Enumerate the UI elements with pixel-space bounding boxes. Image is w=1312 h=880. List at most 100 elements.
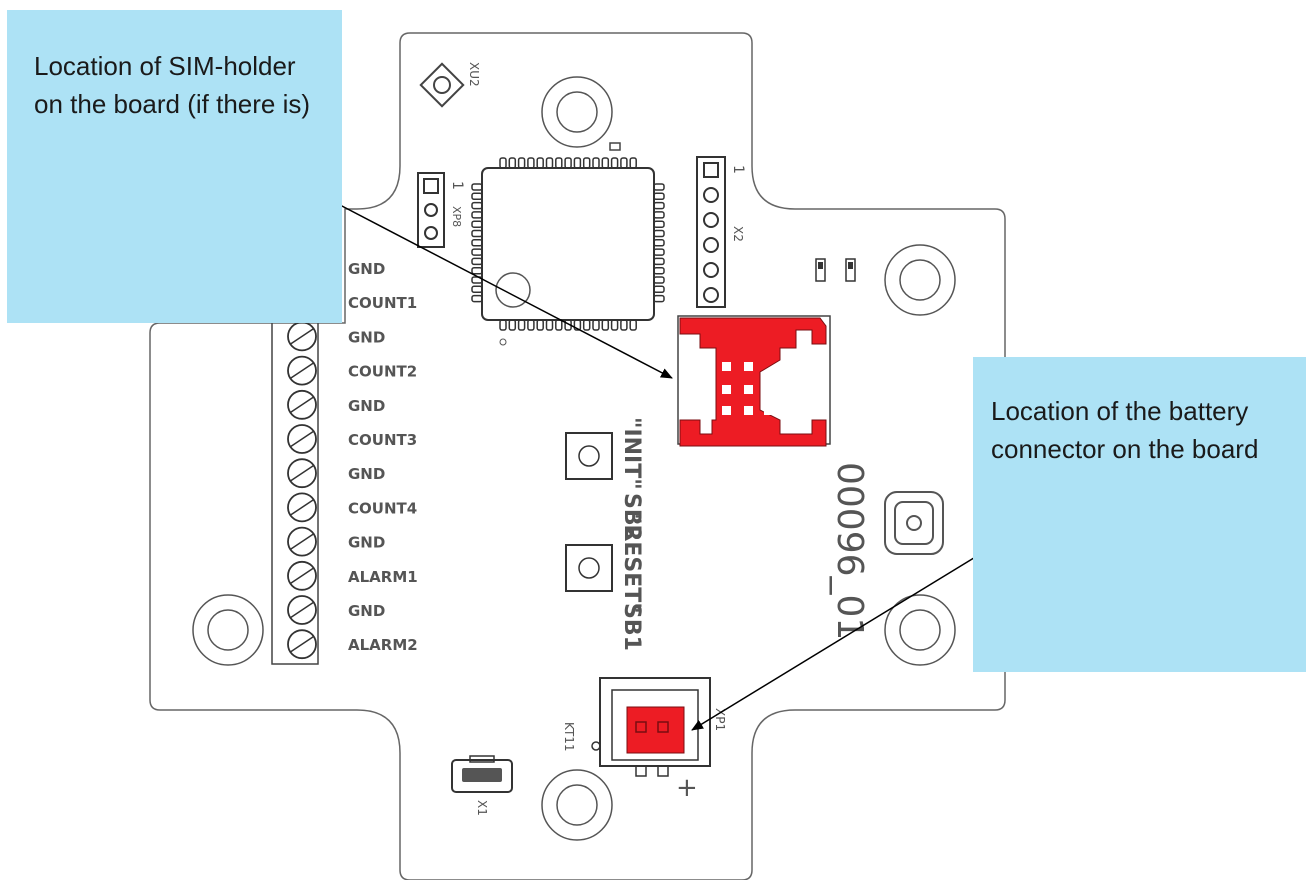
modem-pin-right	[653, 201, 665, 210]
modem-pin-top	[564, 157, 572, 169]
xp8-label: XP8	[450, 206, 463, 227]
terminal-screw	[287, 492, 317, 523]
modem-pin-top	[582, 157, 591, 169]
modem-pin-top	[517, 157, 526, 169]
modem-pin-left	[471, 201, 483, 210]
terminal-screw	[287, 355, 317, 386]
x1-label: X1	[475, 800, 489, 816]
modem-pin-top	[545, 157, 554, 169]
modem-pin-right	[653, 257, 665, 266]
modem-pin-right	[653, 192, 665, 201]
modem-pin-bottom	[527, 319, 535, 331]
modem-pin-left	[471, 239, 483, 247]
modem-module	[471, 142, 665, 346]
reset-label: "RESET"	[619, 513, 644, 614]
modem-pin-top	[592, 157, 600, 169]
terminal-label: ALARM2	[348, 636, 418, 654]
modem-pin-right	[653, 229, 665, 238]
terminal-screw-slot	[289, 396, 315, 414]
modem-pin-right	[653, 266, 665, 275]
battery-connector-callout-text: Location of the battery connector on the…	[991, 396, 1259, 464]
xp8-pin1-label: 1	[449, 181, 465, 190]
kt11-label: KT11	[562, 722, 576, 752]
modem-pin-bottom	[555, 319, 563, 331]
modem-pin-top	[555, 157, 563, 169]
modem-pin-right	[653, 248, 665, 256]
mounting-hole-top	[541, 76, 613, 148]
mounting-hole-left	[192, 594, 264, 666]
terminal-screw-slot	[289, 361, 315, 380]
sim-holder-callout-text: Location of SIM-holder on the board (if …	[34, 51, 311, 119]
sim-holder-highlight	[679, 317, 827, 447]
button-sb2	[565, 432, 613, 480]
modem-pin-left	[471, 183, 483, 191]
modem-pin-left	[471, 266, 483, 275]
modem-pin-right	[653, 294, 665, 303]
modem-pin-left	[471, 211, 483, 219]
terminal-label: GND	[348, 534, 385, 552]
terminal-screw-slot	[289, 532, 315, 551]
terminal-label: GND	[348, 260, 385, 278]
sim-holder-callout: Location of SIM-holder on the board (if …	[7, 10, 342, 323]
terminal-screw	[287, 560, 317, 591]
terminal-screw-slot	[289, 464, 315, 482]
battery-connector-arrow	[691, 552, 983, 731]
smd-components	[815, 258, 856, 282]
modem-pin-bottom	[545, 319, 554, 331]
modem-pin-left	[471, 192, 483, 201]
modem-pin-right	[653, 276, 665, 284]
xu2-label: XU2	[467, 62, 481, 87]
modem-pin-bottom	[517, 319, 526, 331]
mounting-hole-right-bottom	[884, 594, 956, 666]
modem-pin-top	[527, 157, 535, 169]
modem-pin-left	[471, 220, 483, 228]
modem-pin-right	[653, 239, 665, 247]
terminal-label: GND	[348, 397, 385, 415]
modem-pin-top	[508, 157, 517, 169]
modem-pin-bottom	[592, 319, 600, 331]
board-outline	[149, 32, 1006, 880]
terminal-screw-slot	[289, 327, 315, 346]
modem-pin-bottom	[620, 319, 628, 331]
modem-pin-bottom	[499, 319, 507, 331]
battery-connector-callout: Location of the battery connector on the…	[973, 357, 1306, 672]
modem-pin-bottom	[582, 319, 591, 331]
modem-pin-top	[610, 157, 619, 169]
modem-pin-top	[620, 157, 628, 169]
mounting-hole-bottom	[541, 769, 613, 841]
button-sb1	[565, 544, 613, 592]
antenna-connector-xu2: XU2	[419, 62, 481, 108]
modem-pin-top	[573, 157, 582, 169]
usb-connector-x1: X1	[451, 755, 513, 816]
brand-logo	[884, 491, 944, 555]
modem-pin-bottom	[610, 319, 619, 331]
modem-pin-top	[536, 157, 544, 169]
init-label: "INIT"	[619, 417, 644, 490]
modem-pin-bottom	[573, 319, 582, 331]
mounting-hole-right-top	[884, 244, 956, 316]
modem-pin-right	[653, 220, 665, 228]
terminal-label: GND	[348, 602, 385, 620]
terminal-screw-slot	[289, 430, 315, 448]
plus-label: +	[676, 773, 698, 803]
terminal-label: COUNT2	[348, 363, 417, 381]
terminal-screw-slot	[289, 601, 315, 619]
modem-pin-right	[653, 211, 665, 219]
terminal-label: GND	[348, 328, 385, 346]
terminal-label: GND	[348, 465, 385, 483]
terminal-label: ALARM1	[348, 568, 418, 586]
terminal-screw	[287, 424, 317, 454]
terminal-label: COUNT4	[348, 499, 417, 517]
header-x2: 1 X2	[696, 156, 746, 308]
modem-pin-left	[471, 294, 483, 303]
modem-pin-top	[499, 157, 507, 169]
modem-pin-left	[471, 248, 483, 256]
sb1-label: SB1	[619, 603, 644, 651]
terminal-screw-slot	[289, 567, 315, 585]
terminal-screw	[287, 629, 317, 660]
modem-pin-top	[601, 157, 610, 169]
modem-pin-right	[653, 285, 665, 294]
modem-pin-right	[653, 183, 665, 191]
header-xp8: 1 XP8	[417, 172, 465, 248]
